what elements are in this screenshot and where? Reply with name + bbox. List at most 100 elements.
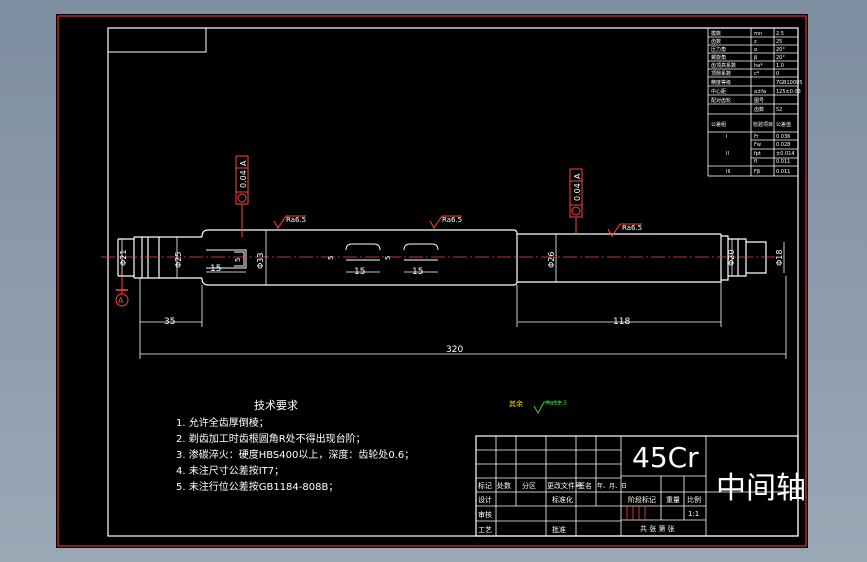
runout-symbol-1 (237, 193, 247, 203)
inner-frame (107, 27, 799, 537)
gear-table-cell: c* (754, 71, 760, 77)
title-block (475, 435, 799, 537)
gear-table-cell: 中心距 (711, 88, 726, 95)
material-label: 45Cr (632, 441, 699, 474)
gear-table-cell: 20° (776, 55, 785, 61)
roughness-label-2: Ra6.5 (442, 216, 462, 224)
gear-tolerance-header: 公差值 (776, 121, 791, 128)
gear-tolerance-header: 检验项目 (753, 121, 773, 128)
title-h-change: 更改文件号 (547, 481, 582, 490)
dim-320: 320 (446, 345, 463, 355)
gear-table-cell: 配对齿轮 (711, 97, 731, 104)
title-design: 设计 (478, 495, 492, 504)
tech-note-2: 2. 剃齿加工时齿根圆角R处不得出现台阶； (176, 432, 366, 445)
remaining-roughness: Ra12.5 (546, 400, 567, 407)
gear-table-cell: 齿数 (754, 106, 764, 113)
title-scale: 1:1 (688, 510, 699, 518)
title-h-count: 处数 (497, 481, 511, 490)
tolerance-frame-2 (569, 168, 583, 234)
gear-tolerance-cell: Fw (754, 142, 761, 148)
dim-phi20: Φ20 (727, 250, 736, 266)
tech-note-4: 4. 未注尺寸公差按IT7； (176, 464, 284, 477)
gear-parameter-table (707, 27, 799, 177)
dim-118: 118 (613, 317, 630, 327)
gear-tolerance-cell: 0.011 (776, 159, 790, 165)
gear-tolerance-cell: I (726, 134, 727, 140)
dim-5-mid: 5 (327, 256, 335, 260)
dim-15-right: 15 (412, 267, 423, 277)
gear-table-cell: 125±0.03 (776, 89, 801, 95)
gear-table-cell: 52 (776, 107, 782, 113)
gear-table-cell: 精度等级 (711, 79, 731, 86)
datum-marker (115, 276, 129, 307)
dim-phi21: Φ21 (119, 250, 128, 266)
keyways (206, 243, 439, 269)
gear-table-cell: 7GB10095 (776, 80, 802, 86)
tolerance-frame-1 (235, 155, 249, 237)
roughness-label-1: Ra6.5 (286, 216, 306, 224)
dim-15-mid: 15 (354, 267, 365, 277)
title-process: 工艺 (478, 526, 492, 534)
title-h-date: 年、月、日 (597, 482, 627, 490)
gear-table-cell: 齿数 (711, 38, 721, 45)
runout-symbol-2 (571, 206, 581, 216)
dim-35: 35 (164, 317, 175, 327)
tolerance-datum-2: A (573, 173, 582, 179)
dimension-lines (121, 230, 787, 359)
gear-table-cell: 齿顶高系数 (711, 62, 736, 69)
tech-note-3: 3. 渗碳淬火：硬度HBS400以上，深度：齿轮处0.6； (176, 448, 414, 461)
gear-table-cell: 20° (776, 47, 785, 53)
gear-tolerance-cell: III (726, 169, 730, 175)
gear-table-cell: a±fa (754, 89, 766, 95)
reverse-title-box (107, 27, 207, 53)
remaining-label: 其余 (509, 399, 523, 408)
roughness-symbols (273, 215, 642, 415)
title-review: 审核 (478, 510, 492, 519)
gear-tolerance-cell: fpt (754, 151, 761, 157)
gear-tolerance-cell: fl (754, 159, 757, 165)
gear-table-cell: 顶隙系数 (711, 70, 731, 77)
gear-tolerance-cell: 0.028 (776, 142, 790, 148)
title-sheets: 共 张 第 张 (640, 524, 675, 533)
tech-note-5: 5. 未注行位公差按GB1184-808B； (176, 480, 338, 493)
dim-phi25: Φ25 (174, 252, 183, 268)
dim-5-left: 5 (234, 258, 242, 262)
tech-note-1: 1. 允许全齿厚倒棱； (176, 416, 269, 429)
title-stage: 阶段标记 (628, 495, 656, 504)
gear-table-cell: ha* (754, 63, 763, 69)
gear-table-cell: 25 (776, 39, 782, 45)
gear-tolerance-cell: 0.011 (776, 169, 790, 175)
dim-phi26: Φ26 (547, 252, 556, 268)
gear-table-cell: 0 (776, 71, 779, 77)
gear-table-cell: mn (754, 31, 762, 37)
title-scale-label: 比例 (687, 495, 701, 504)
tolerance-value-2: 0.04 (573, 183, 582, 201)
gear-tolerance-header: 公差组 (711, 121, 726, 128)
title-h-mark: 标记 (478, 481, 492, 490)
outer-frame (57, 15, 807, 547)
dim-phi18: Φ18 (775, 250, 784, 266)
gear-table-cell: z (754, 39, 757, 45)
gear-table-cell: β (754, 55, 757, 61)
dim-phi33: Φ33 (256, 253, 265, 269)
gear-table-cell: 1.0 (776, 63, 784, 69)
gear-tolerance-cell: Fr (754, 134, 760, 140)
gear-table-cell: 压力角 (711, 46, 726, 53)
gear-table-cell: 图号 (754, 98, 764, 104)
title-standard: 标准化 (552, 495, 573, 504)
dim-15-left: 15 (210, 264, 221, 274)
roughness-label-3: Ra6.5 (622, 224, 642, 232)
shaft-outline (117, 229, 767, 286)
tech-title: 技术要求 (254, 399, 298, 412)
dim-5-right: 5 (384, 256, 392, 260)
gear-tolerance-cell: Fβ (754, 169, 760, 175)
title-approve: 批准 (552, 525, 566, 534)
tolerance-datum-1: A (239, 160, 248, 166)
title-h-zone: 分区 (522, 481, 536, 490)
gear-table-cell: 螺旋角 (711, 54, 726, 61)
gear-tolerance-cell: ±0.014 (776, 151, 795, 157)
gear-tolerance-cell: 0.036 (776, 134, 790, 140)
